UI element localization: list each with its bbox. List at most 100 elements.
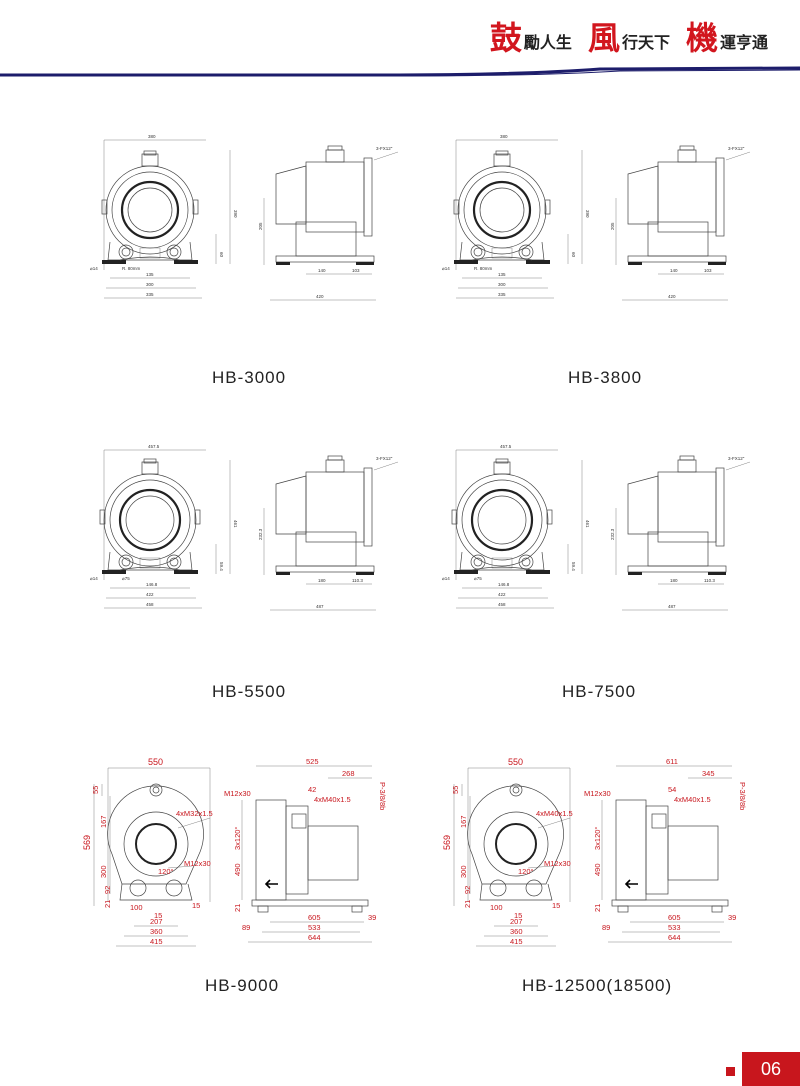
top-port-cap: [143, 458, 157, 464]
side-base: [611, 899, 729, 907]
port-right-inner: [169, 557, 179, 567]
technical-drawing: 5505695516730092214xM40x1.5M12x30120°100…: [442, 757, 747, 947]
dimension-label: 415: [150, 937, 163, 946]
port-left-inner: [473, 247, 483, 257]
casing-side: [715, 157, 725, 237]
terminal-box: [325, 149, 345, 163]
side-foot: [276, 262, 290, 265]
foot-left: [102, 570, 126, 574]
dimension-label: 422: [498, 592, 506, 597]
casing-side: [363, 467, 373, 547]
dimension-label: P-3/8/8b: [738, 782, 747, 810]
top-port: [493, 153, 511, 167]
dimension-label: P-3/8/8b: [378, 782, 387, 810]
casing-outline: [107, 785, 204, 885]
terminal-box: [651, 813, 667, 829]
inlet-ring: [118, 488, 182, 552]
dimension-label: 54: [668, 785, 676, 794]
dimension-label: 55: [91, 786, 100, 794]
page-number: 06: [742, 1052, 800, 1086]
port-right: [165, 879, 183, 897]
casing-side: [615, 799, 647, 901]
port-right-inner: [169, 247, 179, 257]
front-view: 5505695516730092214xM32x1.5M12x30120°100…: [82, 757, 213, 947]
page-header: 鼓 勵人生 風 行天下 機 運亨通: [0, 0, 800, 80]
slogan-group-2: 風 行天下: [588, 22, 670, 54]
terminal-box: [677, 459, 697, 473]
dimension-label: 461: [233, 520, 238, 528]
dimension-label: 21: [103, 900, 112, 908]
dimension-label: ⌀14: [90, 576, 98, 581]
casing-outline: [467, 785, 564, 885]
dimension-label: 21: [463, 900, 472, 908]
dimension-label: 21: [233, 904, 242, 912]
casing-ring: [461, 479, 543, 561]
leader-line: [725, 461, 751, 471]
casing-mid: [285, 805, 309, 895]
foot-right: [174, 260, 198, 264]
dimension-label: 89: [242, 923, 250, 932]
dimension-label: ⌀75: [474, 576, 482, 581]
top-port: [493, 461, 511, 475]
dimension-label: 140: [318, 268, 326, 273]
terminal-box: [291, 813, 307, 829]
dimension-label: 569: [82, 835, 92, 850]
dimension-label: 300: [459, 865, 468, 878]
dimension-label: 89: [602, 923, 610, 932]
motor-cap: [627, 475, 659, 535]
dimension-label: 207: [150, 917, 163, 926]
dimension-label: 4xM40x1.5: [536, 809, 573, 818]
terminal-cap: [679, 455, 695, 461]
casing-outline: [457, 165, 547, 255]
dimension-label: 103: [704, 268, 712, 273]
base-housing: [479, 883, 553, 901]
motor-body: [305, 471, 365, 543]
lifting-eye-inner: [512, 786, 520, 794]
top-port-cap: [495, 458, 509, 464]
nameplate: [491, 557, 513, 569]
dimension-label: 180: [670, 578, 678, 583]
dimension-label: 21: [593, 904, 602, 912]
casing-ring: [483, 811, 549, 877]
base-housing: [107, 241, 193, 261]
side-foot: [628, 572, 642, 575]
footer-square-marker: [726, 1067, 735, 1076]
base-housing: [119, 883, 193, 901]
port-left-inner: [121, 557, 131, 567]
top-port-cap: [495, 150, 509, 156]
model-label: HB-3000: [212, 368, 287, 387]
dimension-label: ⌀75: [122, 576, 130, 581]
outlet-block: [647, 531, 709, 567]
dimension-label: 533: [668, 923, 681, 932]
casing-ring: [123, 811, 189, 877]
foot-left: [102, 260, 126, 264]
outlet-block: [647, 221, 709, 257]
dimension-label: 146.8: [146, 582, 158, 587]
dimension-label: 457.5: [148, 444, 160, 449]
dimension-label: 39: [368, 913, 376, 922]
slogan-char: 風: [587, 19, 620, 57]
dimension-label: 120°: [158, 867, 174, 876]
terminal-box: [677, 149, 697, 163]
side-foot: [617, 905, 629, 913]
dimension-label: 92: [463, 886, 472, 894]
side-base: [275, 565, 375, 573]
dimension-label: 300: [99, 865, 108, 878]
technical-drawing: 457.546159.4146.8⌀75422458⌀143-FX12"232.…: [90, 444, 399, 611]
top-port-cap: [143, 150, 157, 156]
dimension-label: 644: [668, 933, 681, 942]
dimension-label: 100: [490, 903, 503, 912]
base-arc: [119, 256, 181, 261]
dimension-label: 135: [146, 272, 154, 277]
dimension-label: 487: [316, 604, 324, 609]
inlet-ring: [135, 823, 177, 865]
leader-line: [373, 151, 399, 161]
dimension-label: 42: [308, 785, 316, 794]
